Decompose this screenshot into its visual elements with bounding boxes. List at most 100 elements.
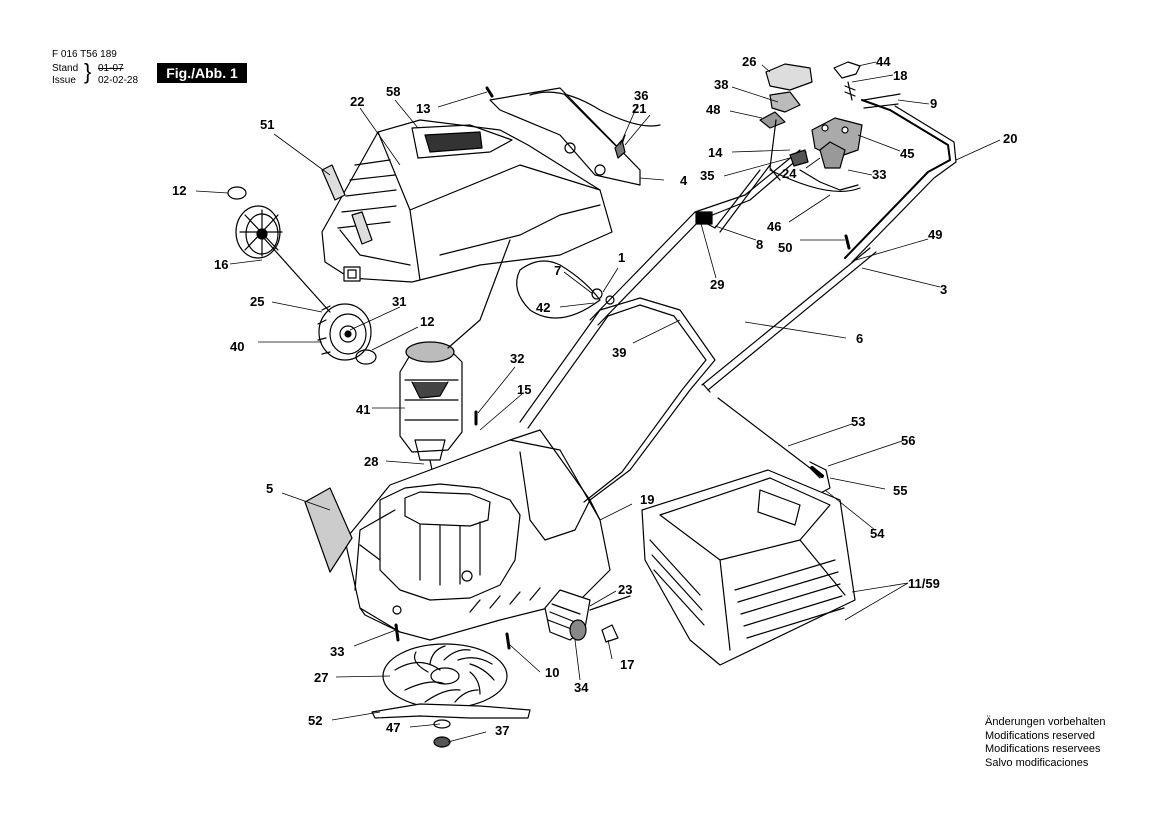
upper-handle-bow [844,99,951,259]
part-label-48: 48 [706,102,720,117]
part-label-41: 41 [356,402,370,417]
screw-33 [394,623,400,642]
part-label-58: 58 [386,84,400,99]
part-label-1: 1 [618,250,625,265]
cable-clip-1 [605,295,615,305]
part-label-53: 53 [851,414,865,429]
handle-bars [589,149,877,391]
part-label-29: 29 [710,277,724,292]
part-label-12: 12 [172,183,186,198]
part-label-32: 32 [510,351,524,366]
clip-44 [833,61,861,79]
part-label-45: 45 [900,146,914,161]
deck-housing [344,429,611,641]
note-es: Salvo modificaciones [985,756,1089,769]
note-fr: Modifications reservees [985,743,1101,755]
figure-badge: Fig./Abb. 1 [157,63,247,83]
blade-nut [433,736,451,748]
part-label-39: 39 [612,345,626,360]
part-label-4: 4 [680,173,688,188]
spring-21 [614,139,626,159]
note-de: Änderungen vorbehalten [985,716,1106,728]
cable-clip-7 [591,288,603,300]
part-label-44: 44 [876,54,891,69]
part-label-10: 10 [545,665,559,680]
safety-key [321,164,373,245]
part-label-47: 47 [386,720,400,735]
part-label-8: 8 [756,237,763,252]
motor [399,341,463,471]
cable-9 [863,93,901,109]
part-label-27: 27 [314,670,328,685]
old-date: 01-07 [98,63,124,74]
upper-handle-bow-inner [851,105,957,263]
wheel-cap-rear [355,349,377,365]
brace-glyph: } [84,59,92,84]
part-label-15: 15 [517,382,531,397]
part-label-42: 42 [536,300,550,315]
part-label-7: 7 [554,263,561,278]
switch-cover [765,63,813,91]
blade-washer [433,719,451,729]
part-label-12: 12 [420,314,434,329]
part-label-51: 51 [260,117,274,132]
part-label-49: 49 [928,227,942,242]
part-label-18: 18 [893,68,907,83]
part-label-56: 56 [901,433,915,448]
part-label-6: 6 [856,331,863,346]
part-label-33: 33 [330,644,344,659]
part-label-16: 16 [214,257,228,272]
note-en: Modifications reserved [985,729,1096,742]
modification-notes: Änderungen vorbehalten Modifications res… [985,716,1105,770]
spring-18 [844,81,856,101]
part-label-52: 52 [308,713,322,728]
part-label-36: 36 [634,88,648,103]
part-label-37: 37 [495,723,509,738]
screw-10 [505,632,511,650]
height-adjuster [544,589,631,643]
part-label-26: 26 [742,54,756,69]
part-label-28: 28 [364,454,378,469]
wheel-rear [317,303,372,361]
part-label-40: 40 [230,339,244,354]
part-label-24: 24 [782,166,797,181]
stand-label: Stand [52,63,79,74]
motor-hood [321,119,613,283]
part-label-33: 33 [872,167,886,182]
part-label-20: 20 [1003,131,1017,146]
cable-upper [529,91,661,127]
wheel-cap [227,186,247,200]
wheel-axle [261,235,331,313]
part-label-9: 9 [930,96,937,111]
part-label-13: 13 [416,101,430,116]
part-label-11-59: 11/59 [908,576,940,591]
part-label-21: 21 [632,101,646,116]
part-label-34: 34 [574,680,589,695]
lower-handle [519,297,716,503]
part-label-3: 3 [940,282,947,297]
cutting-blade [371,703,531,719]
part-label-23: 23 [618,582,632,597]
part-label-22: 22 [350,94,364,109]
part-label-35: 35 [700,168,714,183]
part-label-46: 46 [767,219,781,234]
part-label-55: 55 [893,483,907,498]
cable-main [516,260,601,319]
wheel-front [235,205,283,259]
issue-label: Issue [52,75,76,86]
part-label-50: 50 [778,240,792,255]
part-label-38: 38 [714,77,728,92]
grass-catcher [641,469,856,666]
motor-cable [447,239,511,349]
doc-number: F 016 T56 189 [52,49,117,60]
cover-plate [304,487,353,573]
screw-13 [485,86,494,98]
part-label-17: 17 [620,657,634,672]
screw-52 [844,234,851,250]
part-label-14: 14 [708,145,723,160]
switch-box [759,91,863,193]
cooling-fan [382,643,508,709]
part-label-19: 19 [640,492,654,507]
new-date: 02-02-28 [98,75,139,86]
